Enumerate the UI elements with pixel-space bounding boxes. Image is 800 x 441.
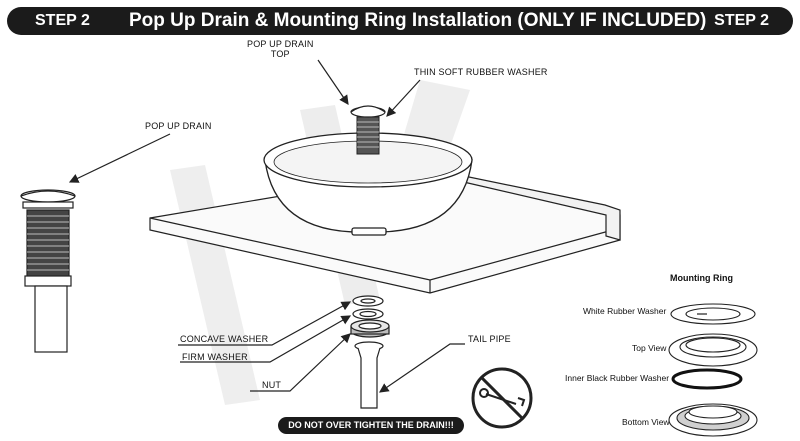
installed-drain <box>350 105 386 155</box>
label-top-view: Top View <box>632 343 667 353</box>
header-banner: STEP 2 Pop Up Drain & Mounting Ring Inst… <box>7 7 793 35</box>
step-label-left: STEP 2 <box>35 12 90 29</box>
mounting-ring-top-view <box>668 333 758 367</box>
label-firm-washer: FIRM WASHER <box>182 352 248 362</box>
mounting-ring-white-washer <box>670 303 756 325</box>
mounting-ring-title: Mounting Ring <box>670 273 733 283</box>
label-drain-top-line2: TOP <box>270 49 290 59</box>
label-tail-pipe: TAIL PIPE <box>468 334 511 344</box>
no-overtighten-icon <box>471 367 533 429</box>
warning-badge: DO NOT OVER TIGHTEN THE DRAIN!!! <box>278 417 464 434</box>
mounting-ring-black-washer <box>671 368 743 390</box>
vessel-sink <box>263 132 473 236</box>
label-drain-top-line1: POP UP DRAIN <box>247 39 314 49</box>
label-white-rubber-washer: White Rubber Washer <box>583 306 667 316</box>
label-bottom-view: Bottom View <box>622 417 670 427</box>
step-label-right: STEP 2 <box>714 12 769 29</box>
label-drain-top: POP UP DRAIN TOP <box>247 39 314 59</box>
leader-arrows <box>68 59 707 393</box>
mounting-ring-bottom-view <box>668 403 758 437</box>
label-rubber-washer: THIN SOFT RUBBER WASHER <box>414 67 548 77</box>
washer-stack <box>350 295 390 338</box>
label-concave-washer: CONCAVE WASHER <box>180 334 269 344</box>
label-nut: NUT <box>262 380 282 390</box>
page-title: Pop Up Drain & Mounting Ring Installatio… <box>129 10 707 31</box>
label-pop-up-drain: POP UP DRAIN <box>145 121 212 131</box>
tail-pipe <box>354 341 384 409</box>
label-inner-black-washer: Inner Black Rubber Washer <box>565 373 670 383</box>
pop-up-drain-part <box>20 189 76 353</box>
